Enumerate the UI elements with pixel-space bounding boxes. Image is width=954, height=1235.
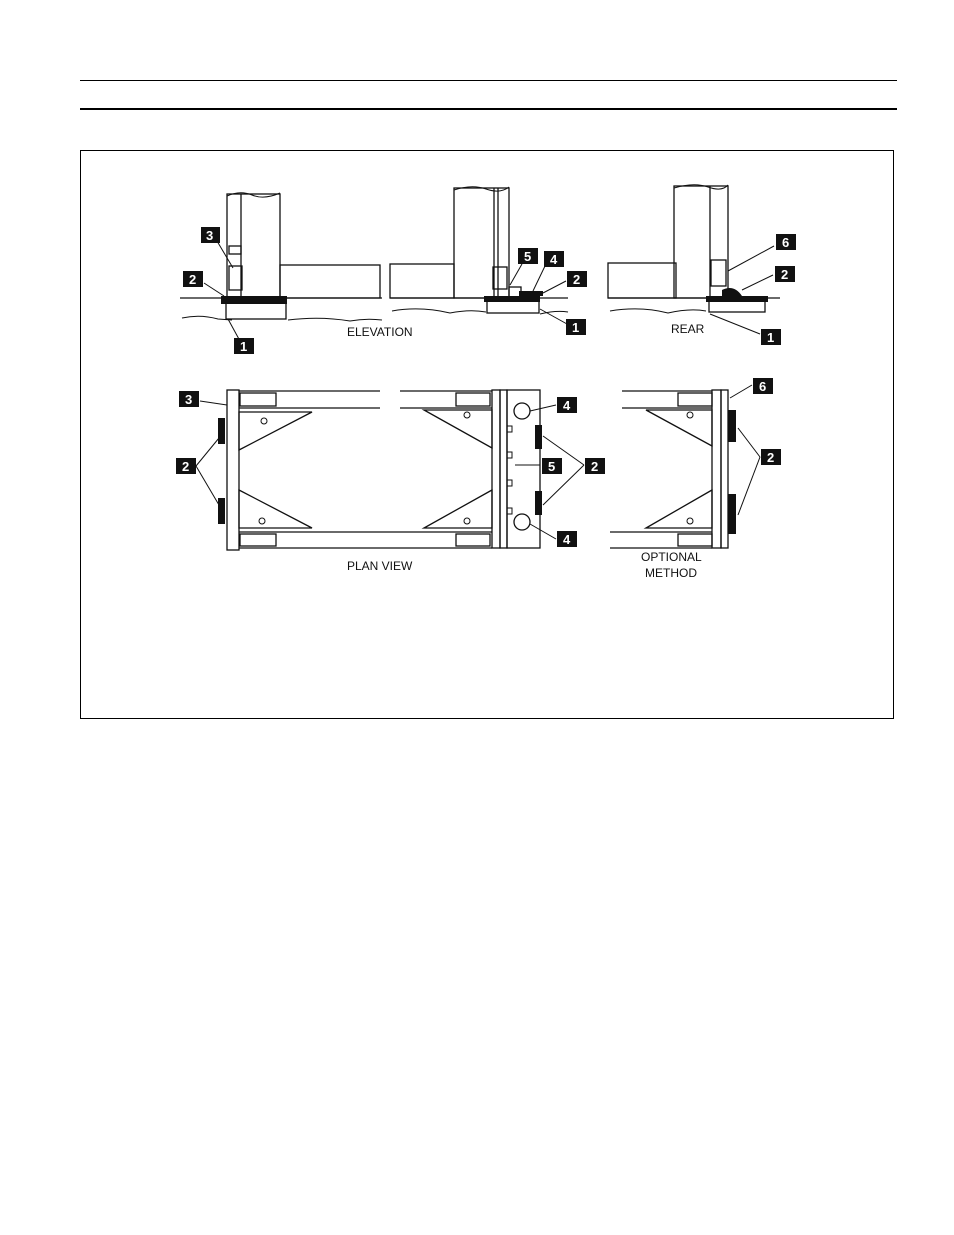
header-rule-top (80, 80, 897, 81)
plan-view-caption: PLAN VIEW (347, 559, 413, 573)
callout-3-elevation: 3 (201, 227, 220, 243)
rear-caption: REAR (671, 322, 705, 336)
callout-1-elevation-left-label: 1 (240, 339, 247, 354)
callout-2-elevation-middle: 2 (567, 271, 587, 287)
elevation-left-group (180, 192, 383, 322)
callout-3-elevation-label: 3 (206, 228, 213, 243)
callout-5-plan: 5 (542, 458, 562, 474)
callout-2-plan-middle: 2 (585, 458, 605, 474)
callout-1-rear-label: 1 (767, 330, 774, 345)
header-rule-bottom (80, 108, 897, 110)
callout-6-plan: 6 (753, 378, 773, 394)
callout-6-rear-label: 6 (782, 235, 789, 250)
callout-5-elevation: 5 (518, 248, 538, 264)
callout-5-plan-label: 5 (548, 459, 555, 474)
callout-2-plan-middle-label: 2 (591, 459, 598, 474)
plan-optional-group (610, 389, 736, 549)
callout-2-elevation-left-label: 2 (189, 272, 196, 287)
callout-4-plan-top: 4 (557, 397, 577, 413)
optional-caption-line1: OPTIONAL (641, 550, 702, 564)
callout-2-rear-label: 2 (781, 267, 788, 282)
callout-3-plan: 3 (179, 391, 199, 407)
callout-3-plan-label: 3 (185, 392, 192, 407)
callout-5-elevation-label: 5 (524, 249, 531, 264)
callout-2-rear: 2 (775, 266, 795, 282)
callout-6-rear: 6 (776, 234, 796, 250)
callout-1-rear: 1 (761, 329, 781, 345)
callout-6-plan-label: 6 (759, 379, 766, 394)
callout-4-plan-top-label: 4 (563, 398, 571, 413)
callout-4-elevation-label: 4 (550, 252, 558, 267)
callout-1-elevation-middle-label: 1 (572, 320, 579, 335)
callout-1-elevation-middle: 1 (566, 319, 586, 335)
optional-caption-line2: METHOD (645, 566, 697, 580)
elevation-rear-group (607, 184, 780, 314)
elevation-caption: ELEVATION (347, 325, 413, 339)
callout-4-plan-bottom-label: 4 (563, 532, 571, 547)
figure-frame (80, 150, 894, 719)
plan-middle-group (378, 389, 542, 549)
callout-2-elevation-middle-label: 2 (573, 272, 580, 287)
leader-lines (195, 240, 775, 540)
callout-4-elevation: 4 (544, 251, 564, 267)
plan-left-group (218, 389, 380, 551)
callout-2-plan-left-label: 2 (182, 459, 189, 474)
callout-2-plan-optional: 2 (761, 449, 781, 465)
callout-2-plan-left: 2 (176, 458, 196, 474)
elevation-middle-group (389, 186, 569, 315)
callout-2-plan-optional-label: 2 (767, 450, 774, 465)
callout-1-elevation-left: 1 (234, 338, 254, 354)
callout-4-plan-bottom: 4 (557, 531, 577, 547)
callout-2-elevation-left: 2 (183, 271, 203, 287)
